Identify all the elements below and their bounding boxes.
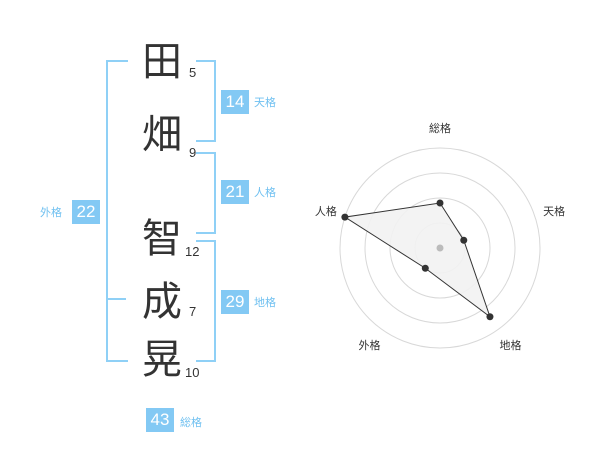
radar-ring-2 (389, 197, 491, 299)
tenkaku-label: 天格 (254, 96, 276, 109)
radar-axis-label-5: 人格 (315, 204, 337, 218)
radar-point-5 (341, 213, 349, 221)
radar-ring-3 (364, 172, 516, 324)
radar-axis-label-1: 総格 (429, 121, 451, 135)
radar-ring-4 (339, 147, 541, 349)
jinkaku-value: 21 (221, 180, 249, 204)
stroke-count-2: 9 (189, 145, 197, 160)
jinkaku-label: 人格 (254, 186, 276, 199)
soukaku-label: 総格 (180, 416, 202, 429)
radar-center-dot (436, 244, 444, 252)
stroke-count-4: 7 (189, 304, 197, 319)
chikaku-value: 29 (221, 290, 249, 314)
radar-axis-label-2: 天格 (543, 204, 565, 218)
radar-point-4 (421, 264, 429, 272)
name-char-3: 智 (142, 216, 182, 262)
radar-area (343, 202, 491, 319)
name-char-1: 田 (142, 39, 182, 85)
radar-point-2 (460, 236, 468, 244)
name-char-5: 晃 (142, 337, 182, 383)
radar-point-1 (436, 199, 444, 207)
gaikaku-value: 22 (72, 200, 100, 224)
soukaku-value: 43 (146, 408, 174, 432)
gaikaku-bracket (106, 60, 128, 362)
tenkaku-bracket (196, 60, 216, 142)
stroke-count-1: 5 (189, 65, 197, 80)
tenkaku-value: 14 (221, 90, 249, 114)
name-char-4: 成 (142, 279, 182, 325)
radar-point-3 (486, 313, 494, 321)
name-char-2: 畑 (142, 112, 182, 158)
jinkaku-bracket (196, 152, 216, 234)
gaikaku-bracket-tick (106, 298, 126, 300)
stroke-count-3: 12 (185, 244, 200, 259)
chikaku-bracket (196, 240, 216, 362)
gaikaku-label: 外格 (40, 206, 62, 219)
radar-axis-label-3: 地格 (500, 338, 522, 352)
stroke-count-5: 10 (185, 365, 200, 380)
chikaku-label: 地格 (254, 296, 276, 309)
radar-axis-label-4: 外格 (358, 338, 380, 352)
